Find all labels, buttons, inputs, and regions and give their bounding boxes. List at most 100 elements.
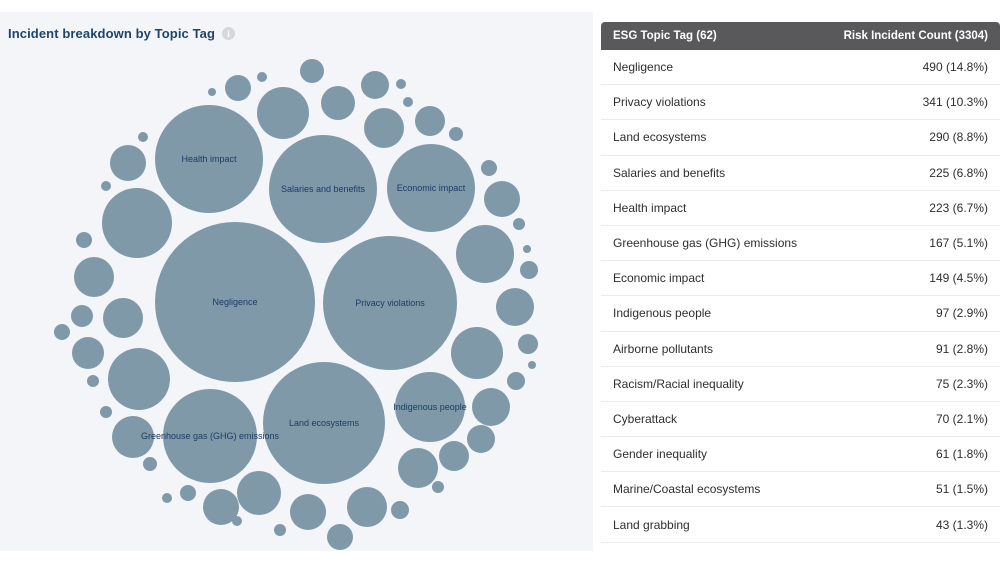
bubble[interactable] [102, 188, 172, 258]
panel-header: Incident breakdown by Topic Tag i [8, 26, 236, 41]
table-row: Salaries and benefits 225 (6.8%) [601, 155, 1000, 191]
bubble[interactable] [481, 160, 497, 176]
bubble[interactable] [321, 86, 355, 120]
bubble-indigenous-people[interactable]: Indigenous people [393, 372, 467, 442]
row-incident-count: 225 (6.8%) [929, 165, 988, 180]
bubble[interactable] [143, 457, 157, 471]
row-incident-count: 167 (5.1%) [929, 236, 988, 251]
row-incident-count: 51 (1.5%) [935, 482, 988, 497]
bubble[interactable] [451, 327, 503, 379]
bubble[interactable] [54, 324, 70, 340]
bubble[interactable] [162, 493, 172, 503]
info-icon[interactable]: i [222, 27, 236, 40]
bubble[interactable] [232, 516, 242, 526]
bubble[interactable] [208, 88, 216, 96]
bubble[interactable] [110, 145, 146, 181]
bubble[interactable] [300, 59, 324, 83]
row-topic-tag: Land grabbing [613, 517, 690, 532]
bubble-privacy-violations[interactable]: Privacy violations [323, 236, 457, 370]
row-incident-count: 61 (1.8%) [935, 447, 988, 462]
bubble[interactable] [467, 425, 495, 453]
table-row: Privacy violations 341 (10.3%) [601, 85, 1000, 121]
bubble[interactable] [237, 471, 281, 515]
bubble[interactable] [257, 72, 267, 82]
row-incident-count: 75 (2.3%) [935, 376, 988, 391]
row-incident-count: 490 (14.8%) [922, 60, 988, 75]
bubble[interactable] [396, 79, 406, 89]
bubble[interactable] [513, 218, 525, 230]
row-incident-count: 70 (2.1%) [935, 411, 988, 426]
bubble[interactable] [100, 406, 112, 418]
bubble[interactable] [74, 257, 114, 297]
bubble-label: Health impact [181, 154, 237, 164]
bubble[interactable] [87, 375, 99, 387]
row-incident-count: 97 (2.9%) [935, 306, 988, 321]
row-topic-tag: Privacy violations [613, 95, 706, 110]
bubble[interactable] [391, 501, 409, 519]
bubble[interactable] [76, 232, 92, 248]
bubble[interactable] [520, 261, 538, 279]
bubble[interactable] [180, 485, 196, 501]
row-incident-count: 223 (6.7%) [929, 200, 988, 215]
bubble[interactable] [101, 181, 111, 191]
topic-tag-table: ESG Topic Tag (62) Risk Incident Count (… [601, 22, 1000, 543]
bubble[interactable] [327, 524, 353, 550]
row-topic-tag: Racism/Racial inequality [613, 376, 744, 391]
bubble[interactable] [496, 288, 534, 326]
bubble[interactable] [364, 108, 404, 148]
bubble-economic-impact[interactable]: Economic impact [387, 144, 475, 232]
bubble[interactable] [484, 181, 520, 217]
bubble[interactable] [507, 372, 525, 390]
bubble[interactable] [203, 489, 239, 525]
row-topic-tag: Gender inequality [613, 447, 708, 462]
bubble[interactable] [415, 106, 445, 136]
bubble[interactable] [274, 524, 286, 536]
bubble[interactable] [361, 71, 389, 99]
row-incident-count: 341 (10.3%) [922, 95, 988, 110]
bubble[interactable] [472, 388, 510, 426]
bubble[interactable] [108, 348, 170, 410]
bubble[interactable] [439, 441, 469, 471]
row-topic-tag: Land ecosystems [613, 130, 707, 145]
bubble[interactable] [432, 481, 444, 493]
bubble-land-ecosystems[interactable]: Land ecosystems [263, 362, 385, 484]
row-topic-tag: Indigenous people [613, 306, 712, 321]
bubble[interactable] [518, 334, 538, 354]
column-header-incident-count[interactable]: Risk Incident Count (3304) [843, 30, 988, 42]
bubble[interactable] [225, 75, 251, 101]
bubble-label: Economic impact [396, 183, 466, 193]
bubble[interactable] [72, 337, 104, 369]
row-topic-tag: Salaries and benefits [613, 165, 726, 180]
bubble[interactable] [138, 132, 148, 142]
column-header-topic-tag[interactable]: ESG Topic Tag (62) [613, 30, 717, 42]
table-row: Racism/Racial inequality 75 (2.3%) [601, 366, 1000, 402]
row-incident-count: 91 (2.8%) [935, 341, 988, 356]
bubble-label: Land ecosystems [288, 418, 360, 428]
bubble[interactable] [403, 97, 413, 107]
bubble[interactable] [398, 448, 438, 488]
bubble[interactable] [528, 361, 536, 369]
bubble-salaries-and-benefits[interactable]: Salaries and benefits [269, 135, 377, 243]
bubble-health-impact[interactable]: Health impact [155, 105, 263, 213]
bubble[interactable] [257, 87, 309, 139]
bubble[interactable] [449, 127, 463, 141]
table-header: ESG Topic Tag (62) Risk Incident Count (… [601, 22, 1000, 50]
bubble[interactable] [523, 245, 531, 253]
bubble-negligence[interactable]: Negligence [155, 222, 315, 382]
bubble[interactable] [103, 298, 143, 338]
bubble-greenhouse-gas-ghg-emissions[interactable]: Greenhouse gas (GHG) emissions [141, 389, 279, 483]
bubble[interactable] [456, 225, 514, 283]
bubble[interactable] [290, 494, 326, 530]
row-topic-tag: Economic impact [613, 271, 705, 286]
bubble[interactable] [71, 305, 93, 327]
bubble[interactable] [347, 487, 387, 527]
bubble[interactable] [112, 416, 154, 458]
